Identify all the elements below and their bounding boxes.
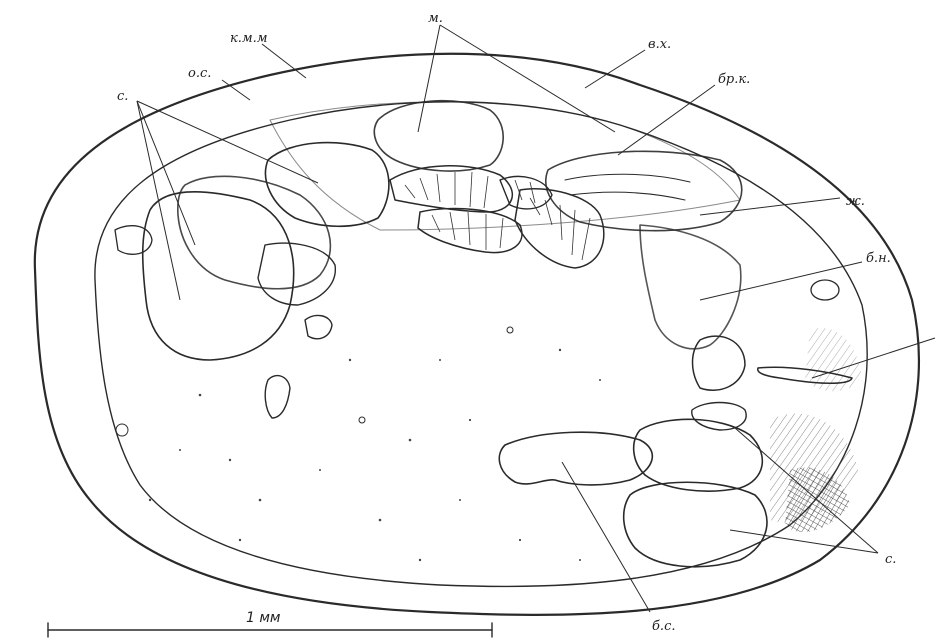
upper-organ-m <box>374 101 503 171</box>
small-bodies <box>115 226 513 436</box>
label-bn: б.н. <box>866 251 891 266</box>
left-organ-s4 <box>258 243 335 305</box>
label-brk: бр.к. <box>718 72 750 87</box>
scale-bar-label: 1 мм <box>246 610 281 626</box>
lower-right-organ-s3 <box>692 403 746 431</box>
tubular-organ-bn <box>640 225 745 390</box>
label-zh: ж. <box>846 194 865 209</box>
label-vx: в.х. <box>648 37 671 52</box>
outer-body-wall <box>35 54 919 615</box>
lamellar-structures <box>390 166 604 268</box>
label-m: м. <box>428 11 443 26</box>
label-s-right: с. <box>885 552 896 567</box>
right-wall-hatching <box>770 328 862 532</box>
label-s-top: с. <box>117 89 128 104</box>
branchial-organ-brk <box>546 151 742 230</box>
dorsal-tissue <box>270 102 740 230</box>
left-organ-s3 <box>266 143 389 227</box>
label-os: о.с. <box>188 66 211 81</box>
label-kmm: к.м.м <box>230 31 268 46</box>
left-organ-s1 <box>143 192 294 360</box>
label-bs: б.с. <box>652 619 675 634</box>
central-cavity-bs <box>499 432 652 485</box>
left-organ-s2 <box>178 176 331 288</box>
cavity-dots <box>149 349 601 561</box>
lower-right-organ-s2 <box>624 482 767 567</box>
scale-bar: 1 мм <box>48 610 492 637</box>
